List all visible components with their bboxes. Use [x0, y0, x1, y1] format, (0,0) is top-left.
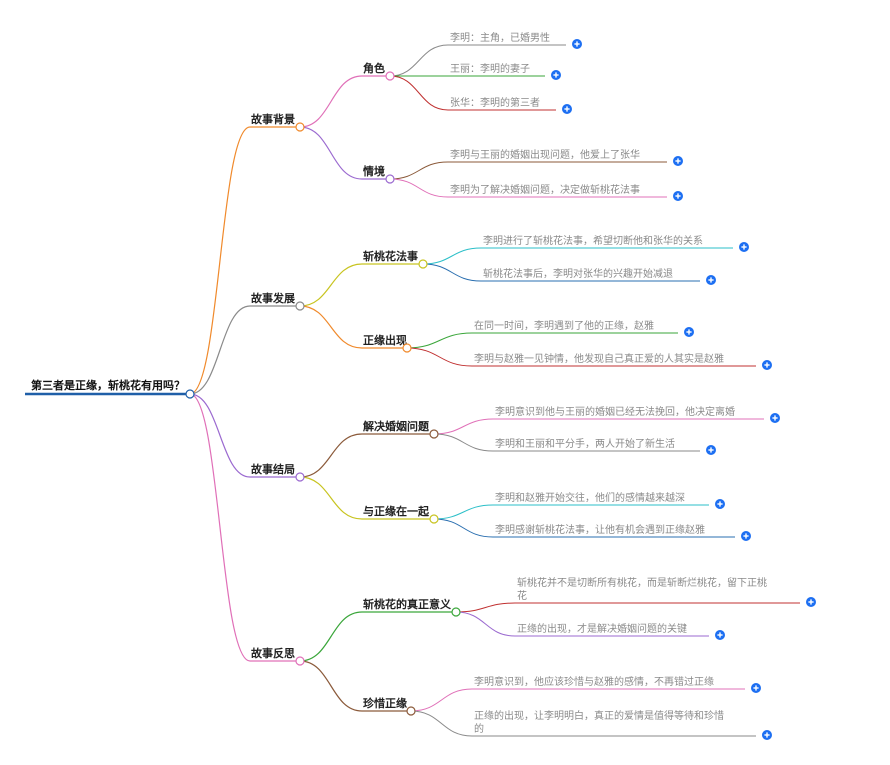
subtopic: 珍惜正缘 [363, 696, 407, 710]
connector-branch-topic [299, 611, 363, 662]
connector-topic-leaf [389, 44, 449, 77]
connector-root-branch [189, 126, 251, 395]
leaf-topic-text: 李明感谢斩桃花法事，让他有机会遇到正缘赵雅 [495, 523, 705, 536]
connector-branch-topic [299, 433, 363, 478]
branch-topic: 故事发展 [251, 291, 296, 305]
leaf-topic-text: 李明与赵雅一见钟情，他发现自己真正爱的人其实是赵雅 [474, 352, 724, 365]
connector-topic-leaf [389, 178, 449, 198]
leaf-topic-text: 花 [517, 589, 527, 602]
root-collapse-knob[interactable] [185, 389, 195, 399]
subtopic: 与正缘在一起 [363, 504, 430, 518]
expand-plus-icon[interactable] [762, 730, 772, 740]
expand-plus-icon[interactable] [806, 597, 816, 607]
subtopic-collapse-knob[interactable] [385, 71, 395, 81]
leaf-topic-text: 张华：李明的第三者 [450, 96, 540, 109]
expand-plus-icon[interactable] [762, 360, 772, 370]
branch-topic: 故事结局 [251, 462, 295, 476]
subtopic-collapse-knob[interactable] [429, 514, 439, 524]
subtopic-collapse-knob[interactable] [429, 429, 439, 439]
connector-branch-topic [299, 305, 363, 349]
connector-branch-topic [299, 126, 363, 180]
subtopic-collapse-knob[interactable] [406, 706, 416, 716]
leaf-topic-text: 正缘的出现，才是解决婚姻问题的关键 [517, 622, 687, 635]
branch-collapse-knob[interactable] [295, 656, 305, 666]
leaf-topic-text: 王丽：李明的妻子 [450, 62, 530, 75]
subtopic-collapse-knob[interactable] [385, 174, 395, 184]
expand-plus-icon[interactable] [551, 70, 561, 80]
expand-plus-icon[interactable] [739, 242, 749, 252]
connector-topic-leaf [422, 247, 482, 265]
subtopic: 斩桃花法事 [363, 249, 418, 263]
connector-branch-topic [299, 660, 363, 712]
expand-plus-icon[interactable] [715, 499, 725, 509]
expand-plus-icon[interactable] [684, 327, 694, 337]
connector-branch-topic [299, 75, 363, 128]
connector-topic-leaf [455, 602, 516, 613]
connector-topic-leaf [433, 418, 494, 435]
connector-topic-leaf [422, 263, 482, 282]
subtopic: 情境 [363, 164, 385, 178]
branch-collapse-knob[interactable] [295, 122, 305, 132]
subtopic-collapse-knob[interactable] [418, 259, 428, 269]
leaf-topic-text: 李明：主角，已婚男性 [450, 31, 550, 44]
connector-topic-leaf [389, 161, 449, 180]
leaf-topic-text: 李明意识到，他应该珍惜与赵雅的感情，不再错过正缘 [474, 675, 714, 688]
expand-plus-icon[interactable] [706, 445, 716, 455]
branch-topic: 故事背景 [251, 112, 295, 126]
expand-plus-icon[interactable] [715, 630, 725, 640]
leaf-topic-text: 在同一时间，李明遇到了他的正缘，赵雅 [474, 319, 654, 332]
subtopic: 解决婚姻问题 [363, 419, 430, 433]
branch-collapse-knob[interactable] [295, 301, 305, 311]
connector-topic-leaf [406, 332, 473, 349]
leaf-topic-text: 李明与王丽的婚姻出现问题，他爱上了张华 [450, 148, 640, 161]
connector-topic-leaf [389, 75, 449, 111]
root-topic: 第三者是正缘，斩桃花有用吗？ [31, 378, 185, 392]
expand-plus-icon[interactable] [741, 531, 751, 541]
connector-topic-leaf [433, 504, 494, 520]
leaf-topic-text: 李明和王丽和平分手，两人开始了新生活 [495, 437, 675, 450]
connector-topic-leaf [433, 518, 494, 538]
connector-branch-topic [299, 476, 363, 520]
connector-root-branch [189, 305, 251, 395]
subtopic: 正缘出现 [363, 333, 407, 347]
leaf-topic-text: 的 [474, 722, 484, 735]
branch-topic: 故事反思 [251, 646, 295, 660]
connector-topic-leaf [433, 433, 494, 452]
expand-plus-icon[interactable] [673, 156, 683, 166]
connector-topic-leaf [410, 710, 473, 737]
subtopic-collapse-knob[interactable] [402, 343, 412, 353]
expand-plus-icon[interactable] [673, 191, 683, 201]
connector-root-branch [189, 393, 251, 478]
leaf-topic-text: 斩桃花并不是切断所有桃花，而是斩断烂桃花，留下正桃 [517, 576, 767, 589]
leaf-topic-text: 斩桃花法事后，李明对张华的兴趣开始减退 [483, 267, 673, 280]
expand-plus-icon[interactable] [770, 413, 780, 423]
connector-root-branch [189, 393, 251, 662]
leaf-topic-text: 李明为了解决婚姻问题，决定做斩桃花法事 [450, 183, 640, 196]
subtopic: 角色 [363, 61, 385, 75]
expand-plus-icon[interactable] [706, 275, 716, 285]
expand-plus-icon[interactable] [562, 104, 572, 114]
connector-branch-topic [299, 263, 363, 307]
branch-collapse-knob[interactable] [295, 472, 305, 482]
connector-topic-leaf [455, 611, 516, 637]
expand-plus-icon[interactable] [751, 683, 761, 693]
subtopic: 斩桃花的真正意义 [363, 597, 452, 611]
leaf-topic-text: 李明和赵雅开始交往，他们的感情越来越深 [495, 491, 685, 504]
connector-topic-leaf [410, 688, 473, 712]
leaf-topic-text: 正缘的出现，让李明明白，真正的爱情是值得等待和珍惜 [474, 709, 724, 722]
connector-topic-leaf [406, 347, 473, 367]
leaf-topic-text: 李明意识到他与王丽的婚姻已经无法挽回，他决定离婚 [495, 405, 735, 418]
subtopic-collapse-knob[interactable] [451, 607, 461, 617]
leaf-topic-text: 李明进行了斩桃花法事，希望切断他和张华的关系 [483, 234, 703, 247]
expand-plus-icon[interactable] [572, 39, 582, 49]
